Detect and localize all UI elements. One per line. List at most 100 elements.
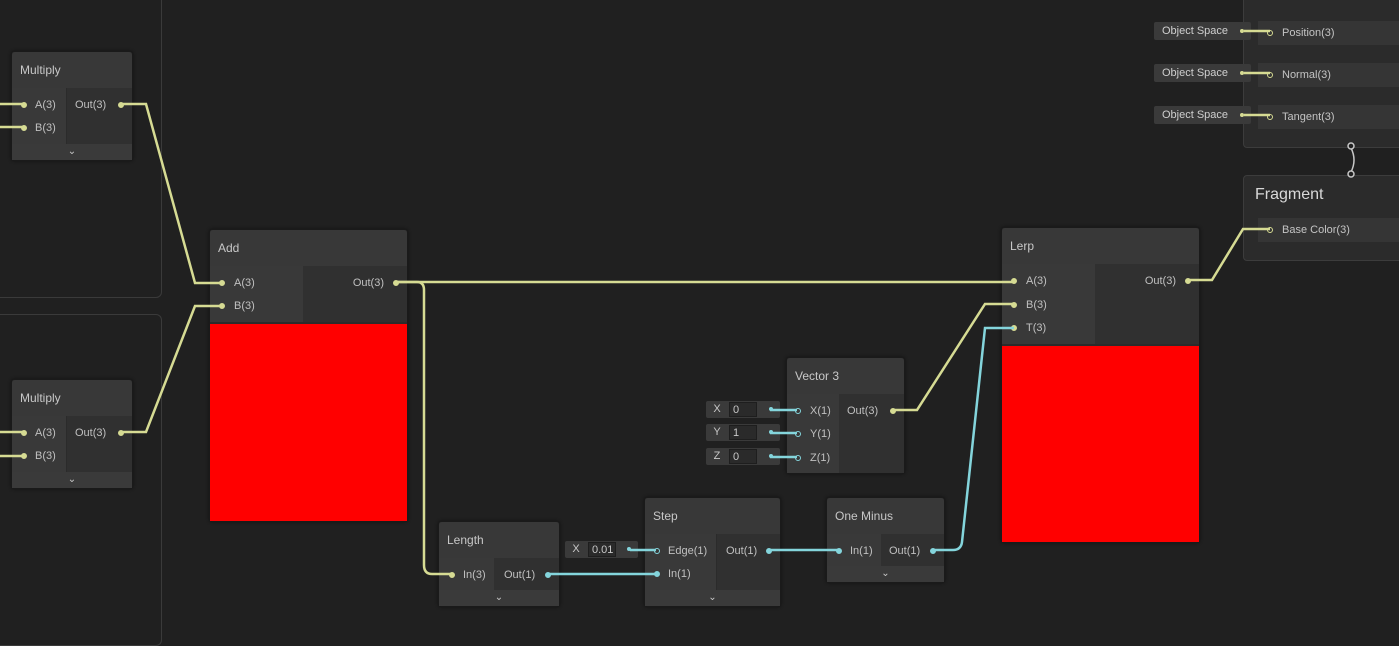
port-dot[interactable] xyxy=(795,455,801,461)
input-port-z[interactable]: Z(1) xyxy=(787,447,839,469)
output-port[interactable]: Out(3) xyxy=(839,400,904,422)
one-minus-node[interactable]: One Minus In(1) Out(1) ⌄ xyxy=(826,497,945,583)
port-dot[interactable] xyxy=(449,572,455,578)
tangent-space-field[interactable]: Object Space xyxy=(1154,106,1251,124)
position-port[interactable]: Position(3) xyxy=(1258,21,1399,45)
port-dot[interactable] xyxy=(21,430,27,436)
port-label: Base Color(3) xyxy=(1282,224,1350,236)
field-value[interactable]: 0 xyxy=(729,402,757,417)
port-dot[interactable] xyxy=(219,280,225,286)
port-label: A(3) xyxy=(234,277,255,289)
port-dot[interactable] xyxy=(1267,227,1273,233)
expand-toggle[interactable]: ⌄ xyxy=(439,590,559,606)
field-value[interactable]: 1 xyxy=(729,425,757,440)
port-label: A(3) xyxy=(1026,275,1047,287)
input-port-b[interactable]: B(3) xyxy=(1002,294,1095,316)
multiply-node-2[interactable]: Multiply A(3) B(3) Out(3) ⌄ xyxy=(11,379,133,489)
base-color-port[interactable]: Base Color(3) xyxy=(1258,218,1399,242)
fragment-title: Fragment xyxy=(1255,186,1324,203)
input-port-b[interactable]: B(3) xyxy=(12,117,66,139)
port-dot[interactable] xyxy=(654,548,660,554)
input-port-a[interactable]: A(3) xyxy=(1002,270,1095,292)
input-port-edge[interactable]: Edge(1) xyxy=(645,540,716,562)
add-node[interactable]: Add A(3) B(3) Out(3) xyxy=(209,229,408,522)
field-axis-label: Z xyxy=(713,450,721,462)
expand-toggle[interactable]: ⌄ xyxy=(827,566,944,582)
node-title: Step xyxy=(645,498,780,534)
port-dot[interactable] xyxy=(1267,114,1273,120)
port-dot[interactable] xyxy=(930,548,936,554)
port-dot[interactable] xyxy=(21,453,27,459)
port-dot[interactable] xyxy=(21,102,27,108)
node-preview xyxy=(1002,346,1199,542)
port-dot[interactable] xyxy=(1011,278,1017,284)
output-port[interactable]: Out(1) xyxy=(494,564,559,586)
lerp-node[interactable]: Lerp A(3) B(3) T(3) Out(3) xyxy=(1001,227,1200,543)
output-port[interactable]: Out(3) xyxy=(303,272,407,294)
port-dot[interactable] xyxy=(766,548,772,554)
output-port[interactable]: Out(3) xyxy=(67,422,132,444)
position-space-field[interactable]: Object Space xyxy=(1154,22,1251,40)
normal-space-field[interactable]: Object Space xyxy=(1154,64,1251,82)
port-label: B(3) xyxy=(1026,299,1047,311)
normal-port[interactable]: Normal(3) xyxy=(1258,63,1399,87)
port-dot[interactable] xyxy=(1011,325,1017,331)
node-title: One Minus xyxy=(827,498,944,534)
output-port[interactable]: Out(3) xyxy=(1095,270,1199,292)
vector3-x-field[interactable]: X 0 xyxy=(706,401,780,418)
port-dot[interactable] xyxy=(118,430,124,436)
input-port-a[interactable]: A(3) xyxy=(12,94,66,116)
port-label: Out(1) xyxy=(889,545,921,557)
port-label: Out(3) xyxy=(75,427,107,439)
input-port-a[interactable]: A(3) xyxy=(210,272,303,294)
output-port[interactable]: Out(1) xyxy=(881,540,944,562)
port-label: Y(1) xyxy=(810,428,831,440)
port-dot[interactable] xyxy=(654,571,660,577)
port-dot[interactable] xyxy=(890,408,896,414)
length-node[interactable]: Length In(3) Out(1) ⌄ xyxy=(438,521,560,607)
port-dot[interactable] xyxy=(1267,30,1273,36)
vector3-z-field[interactable]: Z 0 xyxy=(706,448,780,465)
input-port-a[interactable]: A(3) xyxy=(12,422,66,444)
multiply-node-1[interactable]: Multiply A(3) B(3) Out(3) ⌄ xyxy=(11,51,133,161)
edge-input-field[interactable]: X 0.01 xyxy=(565,541,638,558)
port-label: Out(1) xyxy=(504,569,536,581)
input-port-y[interactable]: Y(1) xyxy=(787,423,839,445)
input-port-b[interactable]: B(3) xyxy=(12,445,66,467)
port-label: B(3) xyxy=(234,300,255,312)
fragment-block[interactable]: Fragment Base Color(3) xyxy=(1243,175,1399,261)
port-dot[interactable] xyxy=(795,431,801,437)
output-port[interactable]: Out(3) xyxy=(67,94,132,116)
input-port-x[interactable]: X(1) xyxy=(787,400,839,422)
expand-toggle[interactable]: ⌄ xyxy=(12,144,132,160)
port-dot[interactable] xyxy=(21,125,27,131)
expand-toggle[interactable]: ⌄ xyxy=(12,472,132,488)
input-port-in[interactable]: In(3) xyxy=(439,564,494,586)
field-port xyxy=(769,430,773,434)
port-dot[interactable] xyxy=(1011,302,1017,308)
port-dot[interactable] xyxy=(393,280,399,286)
port-label: Position(3) xyxy=(1282,27,1335,39)
step-node[interactable]: Step Edge(1) In(1) Out(1) ⌄ xyxy=(644,497,781,607)
input-port-t[interactable]: T(3) xyxy=(1002,317,1095,339)
port-dot[interactable] xyxy=(118,102,124,108)
port-dot[interactable] xyxy=(545,572,551,578)
port-dot[interactable] xyxy=(1185,278,1191,284)
input-port-in[interactable]: In(1) xyxy=(827,540,881,562)
port-dot[interactable] xyxy=(836,548,842,554)
vector3-y-field[interactable]: Y 1 xyxy=(706,424,780,441)
vector3-node[interactable]: Vector 3 X(1) Y(1) Z(1) Out(3) xyxy=(786,357,905,474)
output-port[interactable]: Out(1) xyxy=(717,540,780,562)
port-dot[interactable] xyxy=(795,408,801,414)
field-value[interactable]: 0 xyxy=(729,449,757,464)
port-label: Out(3) xyxy=(1144,275,1176,287)
port-dot[interactable] xyxy=(1267,72,1273,78)
port-dot[interactable] xyxy=(219,303,225,309)
tangent-port[interactable]: Tangent(3) xyxy=(1258,105,1399,129)
input-port-b[interactable]: B(3) xyxy=(210,295,303,317)
vertex-block[interactable]: Position(3) Normal(3) Tangent(3) xyxy=(1243,0,1399,148)
input-port-in[interactable]: In(1) xyxy=(645,563,716,585)
field-port xyxy=(627,547,631,551)
expand-toggle[interactable]: ⌄ xyxy=(645,590,780,606)
field-value[interactable]: 0.01 xyxy=(588,542,616,557)
